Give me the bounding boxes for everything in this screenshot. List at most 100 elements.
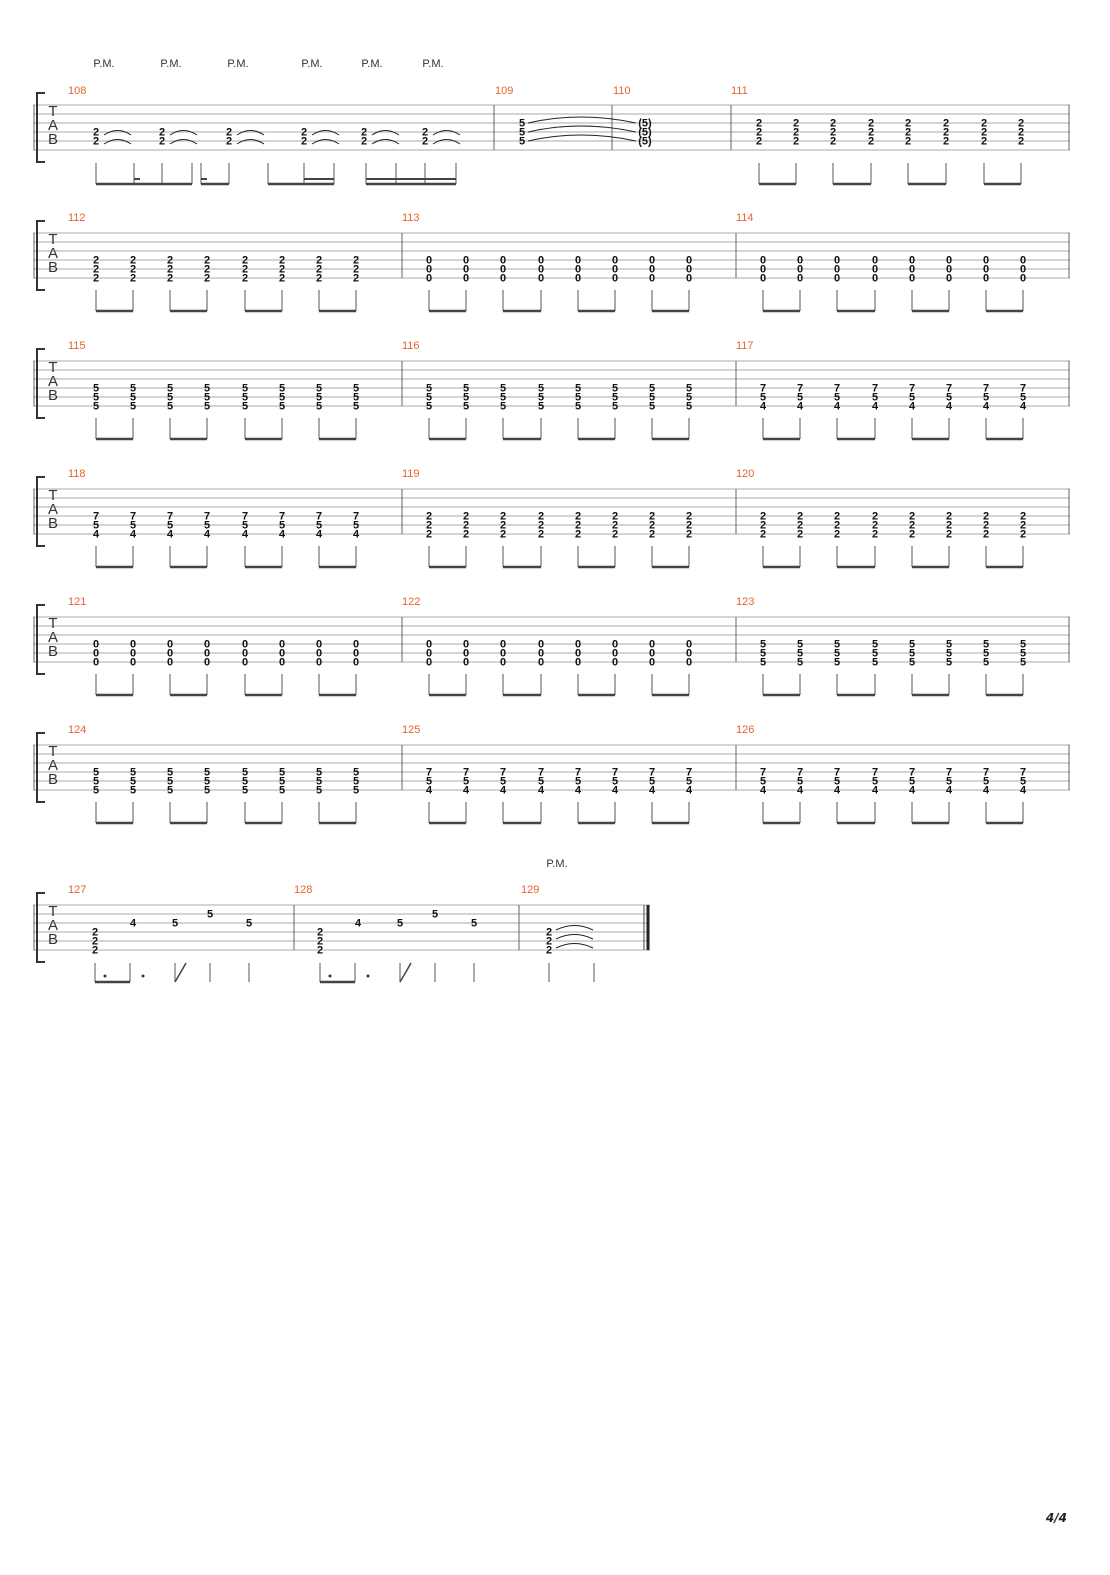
fret-number: 5 (279, 776, 285, 788)
fret-number: 2 (868, 118, 874, 130)
fret-number: 5 (279, 401, 285, 413)
fret-number: 0 (426, 273, 432, 285)
fret-number: 4 (686, 785, 693, 797)
fret-number: 5 (1020, 657, 1026, 669)
fret-number: 0 (463, 255, 469, 267)
fret-number: 2 (546, 936, 552, 948)
fret-number: 5 (872, 776, 878, 788)
fret-number: 0 (167, 648, 173, 660)
fret-number: 5 (1020, 648, 1026, 660)
fret-number: 2 (872, 511, 878, 523)
fret-number: 2 (793, 127, 799, 139)
fret-number: 2 (760, 511, 766, 523)
fret-number: 2 (575, 520, 581, 532)
fret-number: 2 (538, 520, 544, 532)
fret-number: 7 (204, 511, 210, 523)
fret-number: 5 (432, 909, 438, 921)
fret-number: 2 (538, 511, 544, 523)
fret-number: 0 (500, 255, 506, 267)
fret-number: 2 (204, 264, 210, 276)
palm-mute-mark: P.M. (160, 58, 181, 70)
tie-arc (311, 139, 340, 145)
fret-number: 5 (130, 383, 136, 395)
fret-number: 0 (279, 648, 285, 660)
fret-number: 2 (92, 945, 98, 957)
fret-number: 0 (353, 639, 359, 651)
fret-number: 5 (463, 383, 469, 395)
fret-number: 5 (397, 918, 403, 930)
fret-number: 4 (872, 401, 879, 413)
fret-number: 5 (316, 392, 322, 404)
measure-number: 129 (521, 884, 539, 896)
fret-number: 5 (353, 776, 359, 788)
fret-number: 0 (612, 273, 618, 285)
fret-number: 5 (983, 657, 989, 669)
fret-number: 2 (575, 511, 581, 523)
fret-number: 2 (981, 136, 987, 148)
dot (366, 974, 370, 978)
fret-number: 7 (612, 767, 618, 779)
measure-number: 128 (294, 884, 312, 896)
fret-number: 0 (872, 264, 878, 276)
fret-number: 2 (167, 255, 173, 267)
measure-number: 114 (736, 212, 754, 224)
fret-number: 2 (797, 520, 803, 532)
fret-number: 2 (130, 273, 136, 285)
fret-number: 0 (649, 639, 655, 651)
fret-number: 7 (834, 383, 840, 395)
fret-number: 2 (316, 255, 322, 267)
measure-number: 110 (613, 85, 631, 97)
fret-number: 5 (242, 383, 248, 395)
fret-number: 0 (760, 264, 766, 276)
fret-number: 5 (242, 785, 248, 797)
fret-number: 2 (686, 520, 692, 532)
fret-number: 2 (317, 927, 323, 939)
tied-fret-number: (5) (638, 136, 652, 148)
fret-number: 0 (426, 648, 432, 660)
fret-number: 2 (797, 529, 803, 541)
fret-number: 2 (943, 127, 949, 139)
fret-number: 0 (538, 648, 544, 660)
fret-number: 7 (575, 767, 581, 779)
measure-number: 122 (402, 596, 420, 608)
fret-number: 5 (538, 392, 544, 404)
fret-number: 2 (834, 520, 840, 532)
tab-clef-letter: B (48, 771, 58, 788)
fret-number: 2 (92, 936, 98, 948)
fret-number: 5 (204, 776, 210, 788)
fret-number: 7 (872, 767, 878, 779)
fret-number: 0 (93, 639, 99, 651)
measure-number: 109 (495, 85, 513, 97)
fret-number: 0 (426, 264, 432, 276)
fret-number: 2 (426, 511, 432, 523)
fret-number: 0 (463, 639, 469, 651)
tie-arc (527, 134, 637, 142)
fret-number: 0 (426, 657, 432, 669)
fret-number: 0 (612, 657, 618, 669)
fret-number: 0 (463, 273, 469, 285)
fret-number: 0 (797, 255, 803, 267)
tab-clef-letter: A (48, 117, 58, 134)
fret-number: 0 (279, 639, 285, 651)
fret-number: 0 (204, 648, 210, 660)
tab-clef-letter: T (48, 903, 57, 920)
fret-number: 0 (500, 657, 506, 669)
fret-number: 5 (686, 392, 692, 404)
fret-number: 5 (649, 392, 655, 404)
fret-number: 5 (204, 785, 210, 797)
fret-number: 0 (204, 657, 210, 669)
fret-number: 4 (797, 785, 804, 797)
fret-number: 2 (204, 255, 210, 267)
fret-number: 4 (797, 401, 804, 413)
fret-number: 2 (946, 529, 952, 541)
tie-arc (236, 139, 265, 145)
fret-number: 2 (649, 511, 655, 523)
fret-number: 5 (909, 639, 915, 651)
fret-number: 2 (422, 136, 428, 148)
fret-number: 7 (686, 767, 692, 779)
fret-number: 0 (500, 639, 506, 651)
fret-number: 5 (426, 401, 432, 413)
fret-number: 5 (167, 776, 173, 788)
fret-number: 4 (279, 529, 286, 541)
fret-number: 2 (905, 127, 911, 139)
